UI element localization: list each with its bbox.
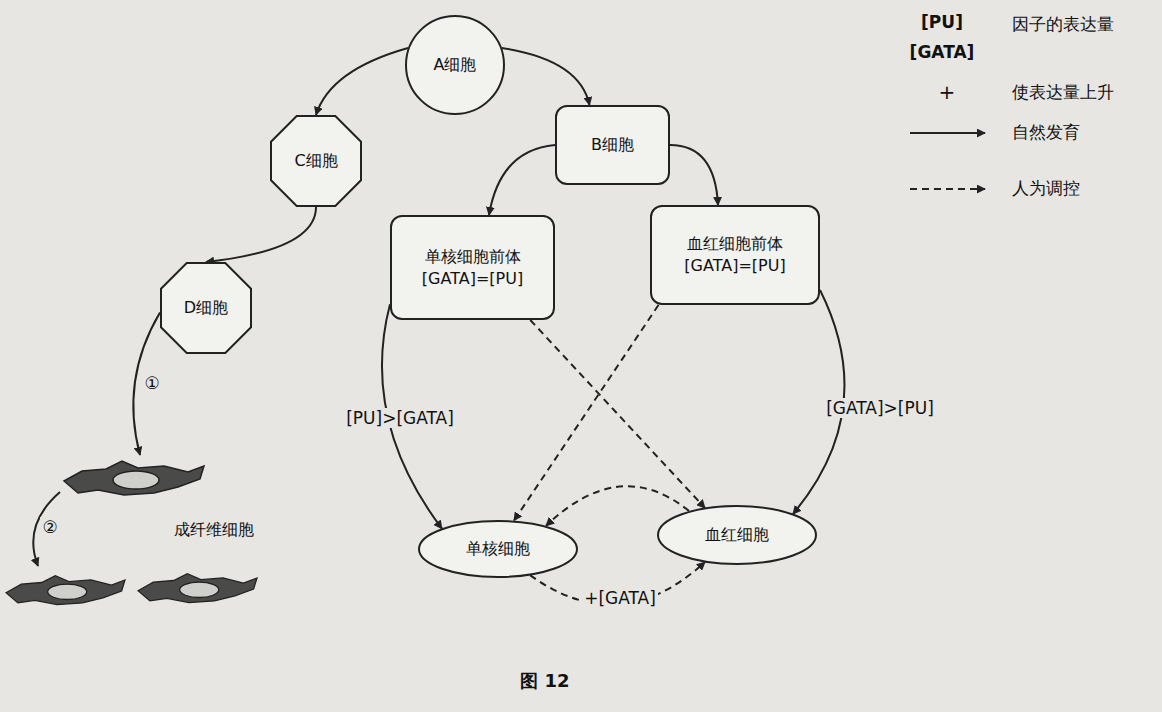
edge-label: +[GATA]	[582, 588, 658, 608]
callout-symbol: ②	[40, 517, 59, 537]
edge-label: ①	[142, 373, 161, 393]
factor-label: [GATA]	[908, 42, 977, 62]
node-title: B细胞	[591, 134, 634, 156]
solid-connector	[206, 207, 316, 262]
node-content: B细胞	[557, 107, 668, 183]
cell-nucleus	[113, 471, 159, 489]
fibroblast-cell	[64, 461, 204, 495]
dashed-connector	[514, 305, 659, 521]
node-title: C细胞	[294, 150, 337, 172]
cell-octagon	[161, 263, 251, 353]
solid-connector	[316, 48, 408, 115]
legend-dashed-arrow	[910, 188, 985, 190]
node-title: 单核细胞前体	[425, 246, 521, 268]
cell-body	[64, 461, 204, 495]
node-title: 成纤维细胞	[174, 519, 254, 541]
node-title: 血红细胞	[705, 524, 769, 546]
cell-node: D细胞	[160, 262, 252, 354]
node-formula: [GATA]=[PU]	[422, 268, 523, 290]
node-content: 单核细胞前体[GATA]=[PU]	[392, 217, 553, 318]
solid-connector	[670, 145, 718, 205]
cell-node: 血红细胞	[657, 505, 817, 565]
node-content: A细胞	[405, 15, 505, 115]
node-content: 单核细胞	[418, 520, 578, 578]
node-content: D细胞	[160, 262, 252, 354]
division-arrow	[33, 492, 60, 566]
cell-ellipse	[419, 521, 577, 577]
cell-node: B细胞	[555, 105, 670, 185]
callout-symbol: +	[937, 80, 958, 104]
legend-solid-arrow	[910, 132, 985, 134]
fibroblast-picture	[6, 576, 125, 605]
legend-text: 使表达量上升	[1010, 82, 1116, 102]
cell-node: 单核细胞前体[GATA]=[PU]	[390, 215, 555, 320]
node-title: 单核细胞	[466, 538, 530, 560]
legend-text: 自然发育	[1010, 122, 1082, 142]
edge-label: [GATA]>[PU]	[824, 398, 936, 418]
node-title: D细胞	[184, 297, 228, 319]
dashed-connector	[530, 320, 705, 508]
node-content: 血红细胞	[657, 505, 817, 565]
cell-octagon	[271, 116, 361, 206]
solid-connector	[489, 145, 555, 215]
legend-text: 因子的表达量	[1010, 14, 1116, 34]
node-content: C细胞	[270, 115, 362, 207]
legend-text: 人为调控	[1010, 178, 1082, 198]
factor-label: [PU]	[919, 12, 965, 32]
edge-label: [PU]>[GATA]	[344, 408, 456, 428]
cell-ellipse	[658, 506, 816, 564]
node-formula: [GATA]=[PU]	[684, 255, 785, 277]
cell-circle	[406, 16, 504, 114]
node-title: 血红细胞前体	[687, 233, 783, 255]
fibroblast-picture	[138, 574, 257, 603]
figure-caption: 图 12	[518, 670, 571, 692]
cell-node: A细胞	[405, 15, 505, 115]
cell-node: 血红细胞前体[GATA]=[PU]	[650, 205, 820, 305]
node-content: 血红细胞前体[GATA]=[PU]	[652, 207, 818, 303]
cell-node: 成纤维细胞	[60, 455, 260, 545]
node-title: A细胞	[434, 54, 477, 76]
cell-node: C细胞	[270, 115, 362, 207]
solid-connector	[502, 48, 590, 105]
cell-node: 单核细胞	[418, 520, 578, 578]
node-content: 成纤维细胞	[60, 455, 260, 545]
